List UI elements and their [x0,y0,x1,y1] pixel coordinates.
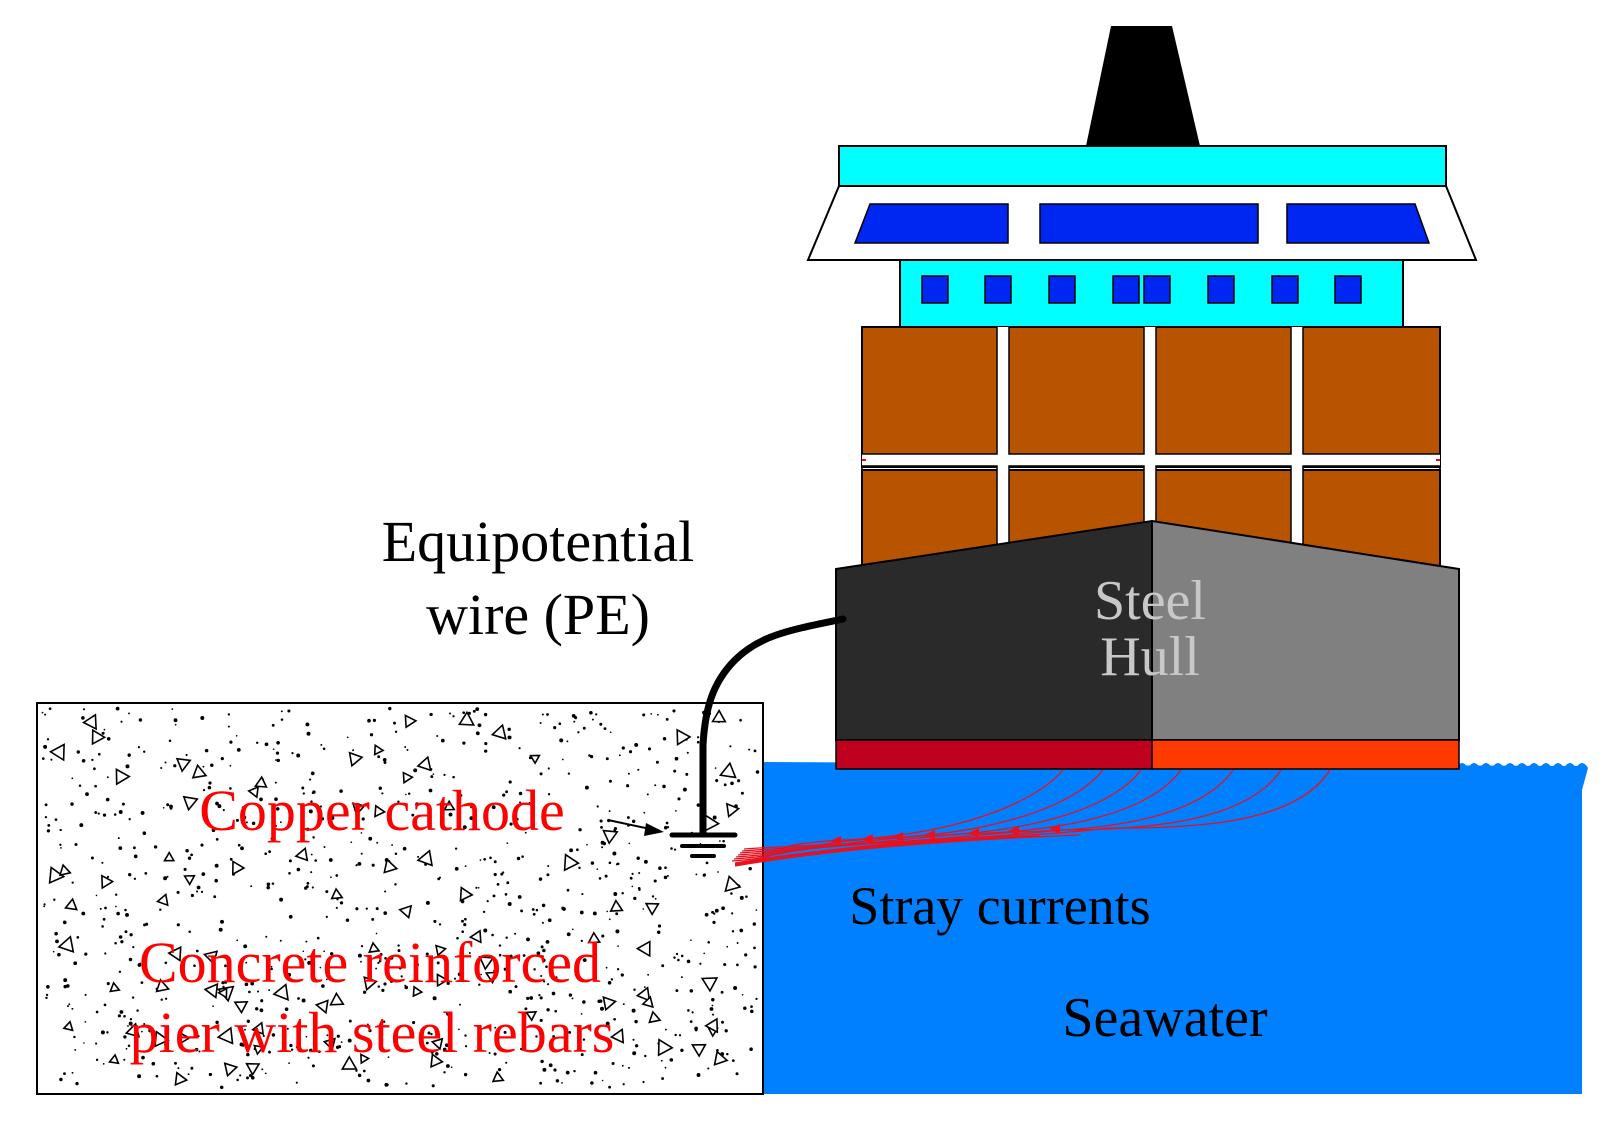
seawater-body [760,762,1582,1094]
container-gap-v1 [997,327,1009,582]
deck-window [1207,275,1235,304]
deck-window [1271,275,1299,304]
pier-label-line1: Concrete reinforced [139,930,601,995]
pier-block [36,702,764,1095]
cathode-pointer-arrow [607,819,664,836]
deck-windows [921,275,1362,304]
ship-funnel [1086,26,1200,146]
container-box [1155,326,1292,455]
stray-current-arrowhead [1008,826,1019,836]
stray-current-arrowhead [924,830,935,840]
concrete-aggregate [41,706,760,1090]
steel-hull-label-line1: Steel [1094,570,1206,632]
hull-waterline-left [835,739,1153,770]
concrete-pier [36,702,764,1095]
ship-top-deck [838,145,1447,187]
bridge-window-left [853,203,1009,244]
stray-current-arrowhead [862,834,873,844]
deck-window [1112,275,1140,304]
container-box [1302,326,1441,455]
stray-currents-label: Stray currents [849,876,1150,936]
stray-current-lines [731,769,1331,867]
stray-current-path [737,769,1182,856]
deck-window [1143,275,1171,304]
deck-window [1334,275,1362,304]
copper-cathode-label: Copper cathode [199,778,565,843]
equipotential-wire-label-line1: Equipotential [382,509,695,574]
stray-current-arrowhead [968,828,979,838]
container-box [1008,326,1145,455]
stray-current-path [741,769,1282,852]
hull-waterline-right [1151,739,1460,770]
container-gap-v2 [1144,327,1156,582]
stray-current-path [734,834,1081,867]
container-gap-v3 [1291,327,1303,582]
bridge-window-right [1286,203,1431,244]
stray-current-arrows [830,824,1060,846]
copper-cathode-symbol [669,832,738,858]
stray-current-arrowhead [892,832,903,842]
seawater-label: Seawater [1062,987,1268,1049]
stray-current-path [734,837,961,864]
equipotential-wire-label-line2: wire (PE) [426,582,650,647]
deck-window [1048,275,1076,304]
stray-current-path [743,769,1331,850]
pier-label-line2: pier with steel rebars [130,1000,615,1065]
container-box [861,326,998,455]
deck-window [921,275,949,304]
deck-window [984,275,1012,304]
stray-current-path [734,836,1001,865]
bridge-window-center [1039,203,1259,244]
stray-current-arrowhead [1049,824,1060,834]
steel-hull [835,519,1460,770]
equipotential-wire [699,615,847,837]
steel-hull-label-line2: Hull [1100,626,1200,688]
stray-current-path [735,769,1142,858]
stray-current-path [734,835,1041,866]
stray-current-arrowhead [830,836,841,846]
